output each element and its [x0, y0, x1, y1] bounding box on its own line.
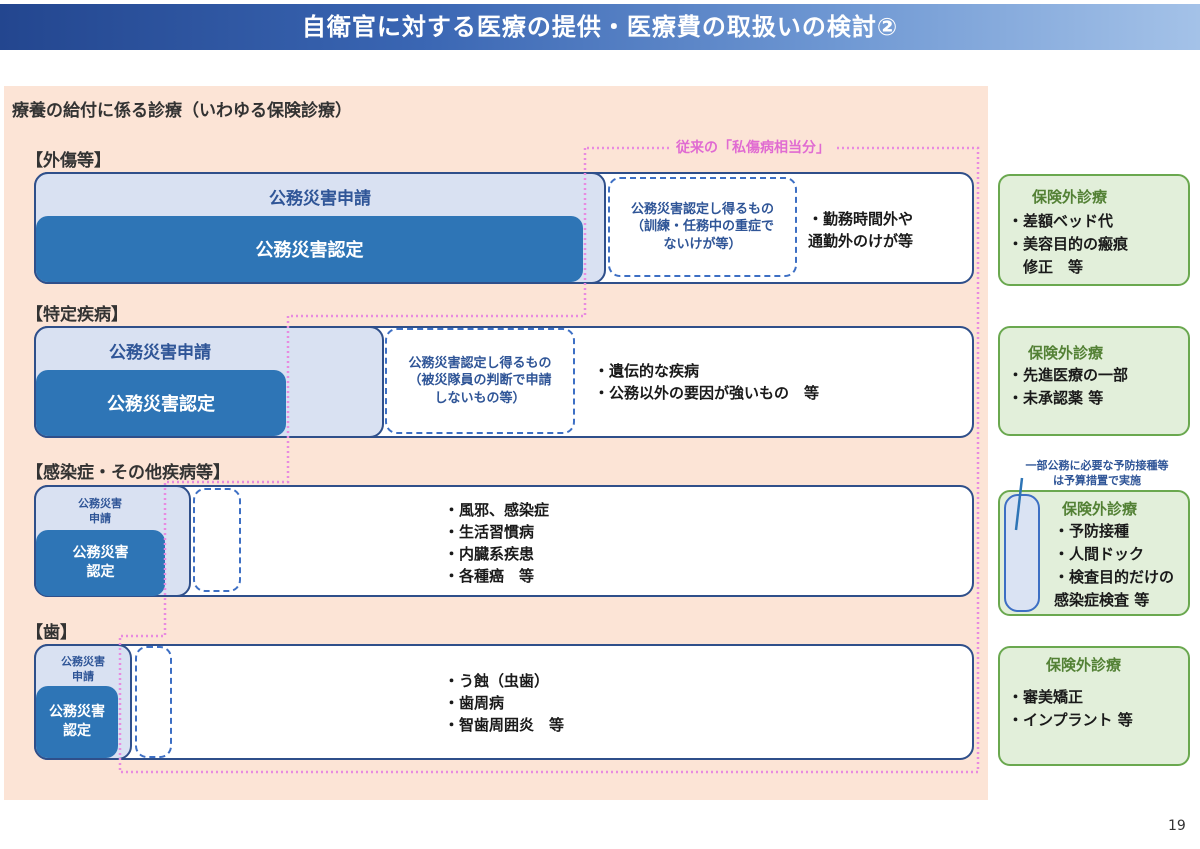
list-item: ・生活習慣病 — [444, 523, 535, 541]
trauma-items: ・勤務時間外や 通勤外のけが等 — [808, 208, 913, 252]
category-label-specific-disease: 【特定疾病】 — [26, 305, 128, 325]
dental-application-label: 公務災害 申請 — [34, 654, 132, 684]
category-label-infection: 【感染症・その他疾病等】 — [26, 463, 230, 483]
specific-disease-items: ・遺伝的な疾病 ・公務以外の要因が強いもの 等 — [594, 360, 819, 404]
specific-disease-possible-line: （被災隊員の判断で申請 — [408, 373, 552, 389]
non-insurance-title: 保険外診療 — [1028, 344, 1104, 362]
trauma-possible-line: ないけが等） — [663, 236, 742, 252]
infection-application-label: 公務災害 申請 — [34, 496, 166, 526]
infection-items: ・風邪、感染症 ・生活習慣病 ・内臓系疾患 ・各種癌 等 — [444, 499, 549, 587]
infection-application-line: 公務災害 — [78, 497, 122, 510]
specific-disease-certification-box: 公務災害認定 — [36, 370, 286, 436]
list-item: ・公務以外の要因が強いもの 等 — [594, 384, 820, 402]
title-bar — [0, 4, 1200, 50]
dental-certification-line: 認定 — [63, 723, 91, 739]
private-injury-label: 従来の「私傷病相当分」 — [670, 137, 836, 159]
trauma-possible-line: （訓練・任務中の重症で — [630, 219, 774, 235]
list-item: ・智歯周囲炎 等 — [444, 716, 565, 734]
list-item: ・検査目的だけの — [1054, 568, 1175, 586]
list-item: 通勤外のけが等 — [808, 232, 914, 250]
list-item: ・勤務時間外や — [808, 210, 914, 228]
trauma-certification-box: 公務災害認定 — [36, 216, 583, 282]
category-label-trauma: 【外傷等】 — [26, 151, 111, 171]
non-insurance-box-2 — [998, 326, 1190, 436]
infection-possible-box — [193, 488, 241, 592]
dental-certification-line: 公務災害 — [49, 704, 105, 720]
non-insurance-title: 保険外診療 — [1062, 500, 1138, 518]
specific-disease-possible-line: 公務災害認定し得るもの — [408, 355, 552, 371]
list-item: ・歯周病 — [444, 694, 505, 712]
budget-note: 一部公務に必要な予防接種等 は予算措置で実施 — [994, 458, 1200, 488]
list-item: ・人間ドック — [1054, 545, 1145, 563]
budget-note-line: 一部公務に必要な予防接種等 — [1025, 459, 1169, 472]
non-insurance-items: ・審美矯正 ・インプラント 等 — [1008, 686, 1133, 732]
section-title: 療養の給付に係る診療（いわゆる保険診療） — [12, 101, 352, 121]
list-item: ・各種癌 等 — [444, 567, 535, 585]
dental-certification-box: 公務災害 認定 — [36, 686, 118, 758]
dental-application-line: 公務災害 — [61, 655, 105, 668]
non-insurance-title: 保険外診療 — [1032, 188, 1108, 206]
non-insurance-title: 保険外診療 — [1046, 656, 1122, 674]
infection-certification-line: 公務災害 — [72, 545, 129, 561]
non-insurance-items: ・予防接種 ・人間ドック ・検査目的だけの 感染症検査 等 — [1054, 520, 1174, 612]
non-insurance-box-4 — [998, 646, 1190, 766]
list-item: ・遺伝的な疾病 — [594, 362, 700, 380]
list-item: ・インプラント 等 — [1008, 711, 1133, 729]
dental-box — [34, 644, 974, 760]
trauma-possible-line: 公務災害認定し得るもの — [630, 201, 774, 217]
infection-application-line: 申請 — [89, 512, 111, 525]
list-item: 修正 等 — [1008, 258, 1084, 276]
list-item: ・先進医療の一部 — [1008, 366, 1129, 384]
non-insurance-box-1 — [998, 174, 1190, 286]
infection-certification-line: 認定 — [86, 564, 115, 580]
page-number: 19 — [1168, 818, 1186, 834]
trauma-possible-box: 公務災害認定し得るもの （訓練・任務中の重症で ないけが等） — [608, 177, 797, 277]
non-insurance-items: ・差額ベッド代 ・美容目的の瘢痕 修正 等 — [1008, 210, 1128, 279]
list-item: ・差額ベッド代 — [1008, 212, 1114, 230]
budget-note-line: は予算措置で実施 — [1053, 474, 1141, 487]
dental-possible-box — [135, 646, 172, 758]
page-title: 自衛官に対する医療の提供・医療費の取扱いの検討② — [301, 13, 899, 41]
category-label-dental: 【歯】 — [26, 623, 77, 643]
trauma-application-label: 公務災害申請 — [269, 189, 371, 209]
list-item: ・美容目的の瘢痕 — [1008, 235, 1129, 253]
dental-application-line: 申請 — [72, 670, 94, 683]
list-item: 感染症検査 等 — [1054, 591, 1150, 609]
list-item: ・未承認薬 等 — [1008, 389, 1104, 407]
list-item: ・う蝕（虫歯） — [444, 672, 550, 690]
non-insurance-items: ・先進医療の一部 ・未承認薬 等 — [1008, 364, 1128, 410]
list-item: ・内臓系疾患 — [444, 545, 535, 563]
list-item: ・予防接種 — [1054, 522, 1130, 540]
budget-pill — [1004, 494, 1040, 612]
infection-certification-box: 公務災害 認定 — [36, 530, 165, 596]
dental-items: ・う蝕（虫歯） ・歯周病 ・智歯周囲炎 等 — [444, 670, 564, 736]
specific-disease-possible-line: しないもの等） — [434, 390, 526, 406]
list-item: ・風邪、感染症 — [444, 501, 550, 519]
list-item: ・審美矯正 — [1008, 688, 1084, 706]
specific-disease-possible-box: 公務災害認定し得るもの （被災隊員の判断で申請 しないもの等） — [385, 328, 575, 434]
specific-disease-application-label: 公務災害申請 — [109, 343, 211, 363]
